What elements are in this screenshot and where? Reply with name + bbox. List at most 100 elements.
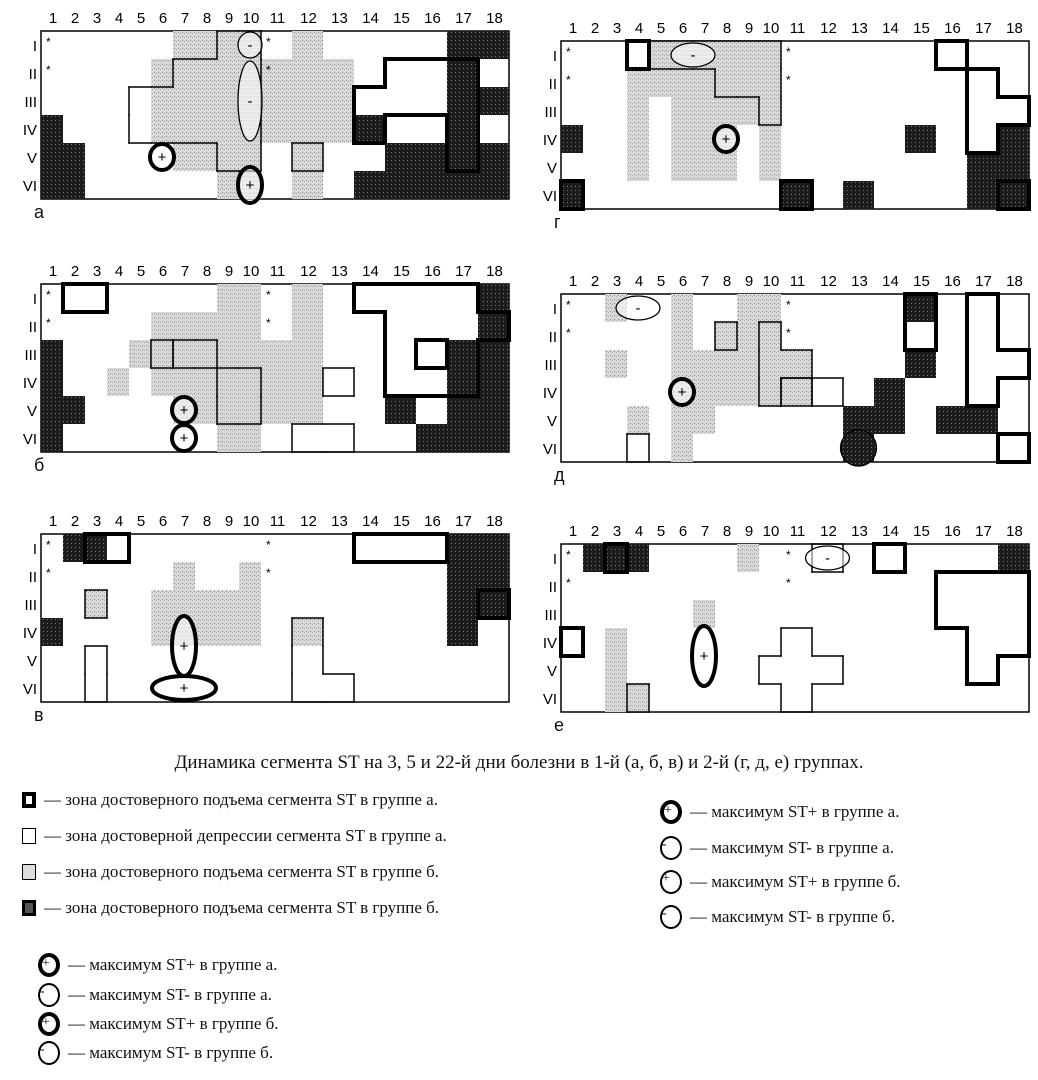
column-label: 6 — [159, 263, 167, 280]
row-label: V — [547, 413, 557, 430]
column-label: 7 — [701, 523, 709, 540]
row-label: II — [549, 329, 557, 346]
gray-zone-cell — [195, 59, 217, 87]
gray-square-icon — [22, 864, 36, 880]
column-label: 7 — [701, 20, 709, 37]
legend-text: — зона достоверного подъема сегмента ST … — [44, 862, 440, 881]
gray-zone-cell — [217, 87, 239, 115]
gray-zone-cell — [715, 153, 737, 181]
gray-zone-cell — [151, 340, 173, 368]
column-label: 5 — [657, 523, 665, 540]
gray-zone-cell — [239, 618, 261, 646]
dark-zone-cell — [63, 534, 85, 562]
row-label: VI — [543, 441, 557, 458]
column-label: 3 — [613, 20, 621, 37]
dark-zone-cell — [385, 171, 416, 199]
marker-sign: + — [180, 402, 189, 419]
column-label: 16 — [424, 513, 441, 530]
max-st-plus-marker — [148, 142, 176, 172]
marker-sign: - — [691, 47, 696, 64]
column-label: 11 — [790, 523, 806, 540]
legend-text: — зона достоверного подъема сегмента ST … — [44, 790, 438, 809]
gray-zone-cell — [627, 153, 649, 181]
significance-star: * — [566, 73, 571, 87]
gray-zone-cell — [261, 115, 292, 143]
significance-star: * — [46, 566, 51, 580]
row-label: II — [29, 319, 37, 336]
gray-zone-cell — [292, 284, 323, 312]
column-label: 1 — [569, 20, 577, 37]
column-label: 17 — [455, 263, 472, 280]
gray-zone-cell — [195, 115, 217, 143]
column-label: 9 — [745, 523, 753, 540]
dark-zone-cell — [583, 544, 605, 572]
column-label: 17 — [455, 513, 472, 530]
dark-zone-cell — [478, 143, 509, 171]
gray-zone-cell — [292, 115, 323, 143]
dark-zone-cell — [447, 396, 478, 424]
column-label: 8 — [723, 20, 731, 37]
gray-zone-cell — [261, 59, 292, 87]
gray-zone-cell — [605, 684, 627, 712]
row-label: IV — [543, 635, 557, 652]
column-label: 7 — [701, 273, 709, 290]
gray-zone-cell — [151, 87, 173, 115]
marker-sign: - — [248, 37, 253, 54]
row-label: IV — [23, 375, 37, 392]
row-label: V — [27, 403, 37, 420]
column-label: 2 — [71, 263, 79, 280]
gray-zone-cell — [217, 59, 239, 87]
row-label: I — [33, 541, 37, 558]
minus-circle-icon: - — [660, 836, 682, 860]
significance-star: * — [566, 548, 571, 562]
marker-sign: + — [678, 384, 687, 401]
gray-zone-cell — [627, 684, 649, 712]
gray-zone-cell — [649, 69, 671, 97]
panel-label: б — [34, 455, 45, 475]
gray-zone-cell — [627, 406, 649, 434]
column-label: 1 — [569, 273, 577, 290]
dark-zone-cell — [605, 544, 627, 572]
gray-zone-cell — [217, 368, 239, 396]
gray-zone-cell — [173, 368, 195, 396]
gray-zone-cell — [261, 340, 292, 368]
legend-text: — максимум ST- в группе а. — [690, 838, 894, 857]
significance-star: * — [786, 576, 791, 590]
column-label: 10 — [243, 10, 260, 27]
column-label: 13 — [331, 263, 348, 280]
legend-item-depression-a: — зона достоверной депрессии сегмента ST… — [22, 826, 447, 846]
significance-star: * — [266, 566, 271, 580]
column-label: 12 — [820, 20, 837, 37]
column-label: 18 — [486, 263, 503, 280]
gray-zone-cell — [759, 294, 781, 322]
dark-zone-cell — [447, 59, 478, 87]
row-label: II — [29, 66, 37, 83]
significance-star: * — [566, 576, 571, 590]
gray-zone-cell — [195, 368, 217, 396]
gray-zone-cell — [173, 87, 195, 115]
dark-zone-cell — [478, 87, 509, 115]
row-label: III — [24, 347, 37, 364]
column-label: 8 — [203, 513, 211, 530]
dark-zone-cell — [447, 171, 478, 199]
gray-zone-cell — [693, 406, 715, 434]
gray-zone-cell — [173, 312, 195, 340]
legend-item-elevation-a: — зона достоверного подъема сегмента ST … — [22, 790, 438, 810]
gray-zone-cell — [195, 87, 217, 115]
legend-item-max-minus-b: -— максимум ST- в группе б. — [660, 905, 895, 929]
thick-square-icon — [22, 792, 36, 808]
column-label: 13 — [331, 10, 348, 27]
row-label: III — [544, 104, 557, 121]
column-label: 4 — [115, 263, 123, 280]
column-label: 8 — [723, 273, 731, 290]
dark-zone-cell — [561, 125, 583, 153]
gray-zone-cell — [693, 69, 715, 97]
column-label: 15 — [393, 513, 410, 530]
marker-sign: - — [825, 550, 830, 567]
gray-zone-cell — [195, 312, 217, 340]
marker-sign: - — [636, 300, 641, 317]
column-label: 4 — [115, 513, 123, 530]
column-label: 15 — [913, 273, 930, 290]
gray-zone-cell — [693, 125, 715, 153]
